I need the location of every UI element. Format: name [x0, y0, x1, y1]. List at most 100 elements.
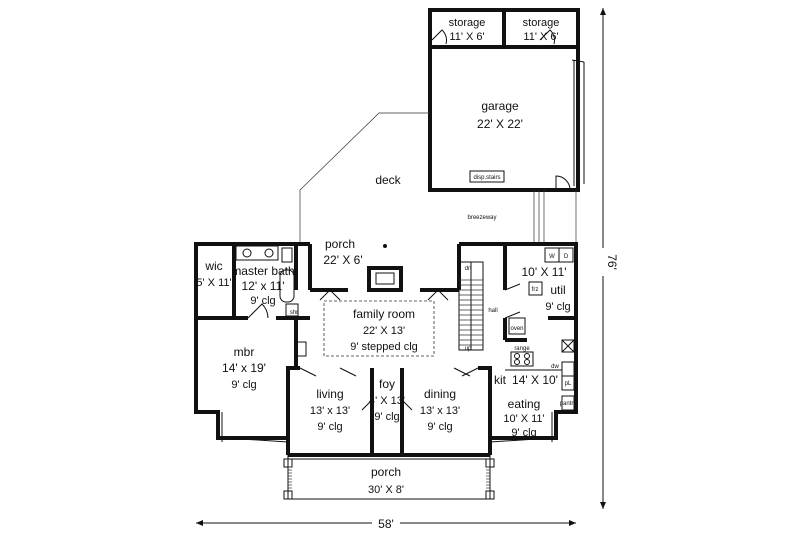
pantry-box: [561, 395, 575, 411]
breezeway-label: breezeway: [467, 215, 496, 221]
garage-size: 22' X 22': [477, 117, 523, 131]
porch-front-size: 30' X 8': [368, 484, 404, 496]
garage-block: [428, 8, 585, 192]
foyer-doors: [361, 399, 413, 411]
eating-bay-line-2: [489, 437, 553, 443]
width-arrow-right: [569, 520, 576, 526]
living-doors: [299, 367, 357, 377]
burner-4: [524, 359, 530, 365]
dw-box: [561, 361, 575, 377]
porch-column-r2: [485, 490, 495, 500]
frz-label: frz: [532, 287, 539, 293]
stepped-ceiling-outline: [323, 300, 435, 357]
stair-up-label: up: [465, 346, 472, 352]
depth-label-bg: [595, 248, 611, 276]
depth-arrow-bottom: [600, 502, 606, 509]
mbr-ceiling: 9' clg: [231, 379, 256, 391]
bay-line-2: [225, 437, 289, 443]
fireplace-box: [375, 272, 395, 285]
burner-1: [514, 353, 520, 359]
util-doors: [504, 283, 521, 319]
dining-right-wall: [478, 366, 492, 438]
deck-outline: [299, 112, 577, 248]
shr-label: shr: [290, 310, 298, 316]
fireplace: [367, 266, 403, 292]
shower: [285, 303, 299, 317]
eating-name: eating: [508, 397, 541, 411]
bath-door: [247, 303, 269, 319]
storage1-size: 11' X 6': [449, 31, 484, 43]
burner-3: [514, 359, 520, 365]
burner-2: [524, 353, 530, 359]
kit-size: 14' X 10': [512, 373, 558, 387]
porch-outline: [287, 454, 491, 500]
porch-rear-size: 22' X 6': [323, 253, 362, 267]
living-name: living: [316, 387, 343, 401]
foy-size: 4' X 13': [369, 395, 405, 407]
pl-label: pL: [565, 381, 572, 387]
width-label: 58': [378, 517, 394, 531]
util-fixtures: [505, 247, 575, 411]
family-room-size: 22' X 13': [363, 325, 405, 337]
mbr-name: mbr: [234, 345, 255, 359]
eating-size: 10' X 11': [503, 413, 544, 425]
deck-post: [383, 244, 387, 248]
tub: [279, 269, 295, 303]
dw-label: dw: [551, 364, 559, 370]
wic-size: 5' X 11': [196, 277, 231, 289]
range-box: [510, 351, 534, 367]
sink-1: [242, 248, 252, 258]
closet-wall: [276, 316, 298, 370]
kit-name: kit: [494, 373, 507, 387]
deck-label: deck: [375, 173, 401, 187]
util-ceiling: 9' clg: [545, 301, 570, 313]
stair-dn-label: dn: [465, 266, 472, 272]
staircase: [458, 261, 484, 351]
frz-box: [528, 281, 543, 296]
stair-treads: [459, 279, 483, 346]
porch-column-l2: [283, 490, 293, 500]
master-bath-size: 12' x 11': [241, 279, 284, 293]
disp-stairs-label: disp.stairs: [473, 175, 500, 181]
storage1-name: storage: [449, 17, 486, 29]
pl-box: [561, 375, 575, 391]
foy-ceiling: 9' clg: [374, 411, 399, 423]
range-label: range: [514, 346, 530, 352]
depth-label: 76': [605, 254, 619, 270]
depth-arrow-top: [600, 8, 606, 15]
wc: [295, 341, 307, 357]
dining-name: dining: [424, 387, 456, 401]
washer-label: W: [549, 254, 555, 260]
front-porch: [283, 454, 495, 500]
dryer-box: [558, 247, 574, 263]
hall-label: hall: [488, 308, 497, 314]
storage-door-2: [539, 29, 555, 45]
family-room-ceiling: 9' stepped clg: [350, 341, 418, 353]
eating-ceiling: 9' clg: [511, 427, 536, 439]
dining-ceiling: 9' clg: [427, 421, 452, 433]
family-room-name: family room: [353, 307, 415, 321]
dining-doors: [453, 367, 479, 377]
toilet: [281, 247, 293, 263]
oven-box: [508, 317, 526, 335]
deck-edge: [299, 112, 430, 244]
living-left-wall: [286, 366, 300, 438]
living-ceiling: 9' clg: [317, 421, 342, 433]
storage-door-1: [431, 29, 447, 45]
porch-rear-name: porch: [325, 237, 355, 251]
bath-fixtures: [235, 245, 307, 357]
disp-stairs-box: [469, 170, 505, 183]
util-name: util: [550, 283, 565, 297]
foy-name: foy: [379, 377, 395, 391]
garage-name: garage: [481, 99, 519, 113]
sink-2: [264, 248, 274, 258]
vanity: [235, 245, 279, 261]
master-bath-name: master bath: [231, 264, 294, 278]
storage2-name: storage: [523, 17, 560, 29]
mbr-size: 14' x 19': [222, 361, 266, 375]
refrigerator: [561, 339, 575, 353]
patio-doors: [319, 289, 449, 301]
master-bath-ceiling: 9' clg: [250, 295, 275, 307]
porch-front-name: porch: [371, 465, 401, 479]
